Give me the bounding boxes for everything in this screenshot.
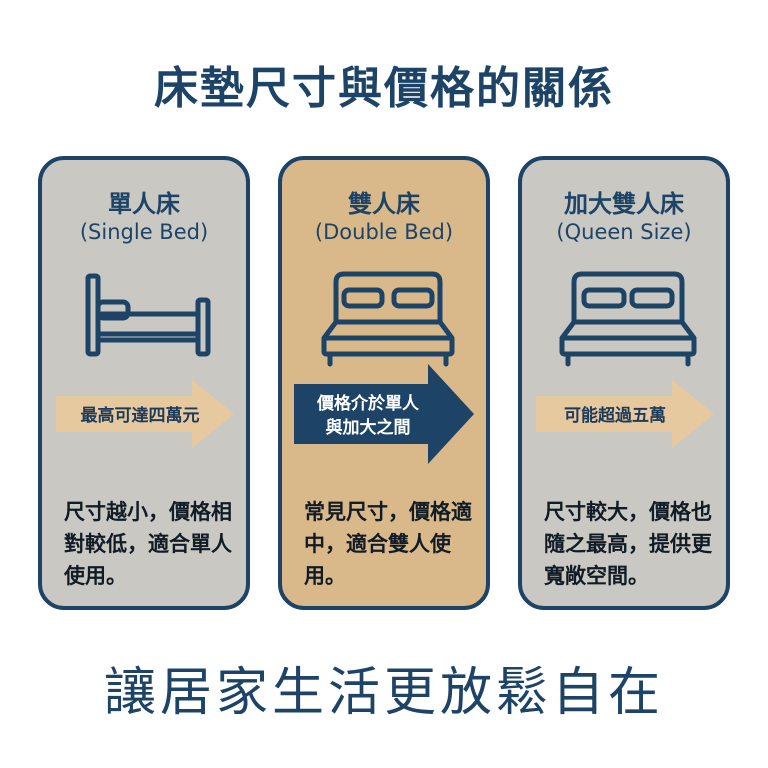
card-title: 單人床 xyxy=(108,190,180,218)
card-single-bed: 單人床 (Single Bed) 最高可達四萬元 尺寸越小，價格相對較低，適合單… xyxy=(38,156,250,610)
arrow-label: 可能超過五萬 xyxy=(564,406,666,426)
card-subtitle: (Single Bed) xyxy=(79,220,209,244)
queen-bed-icon xyxy=(559,271,697,367)
card-subtitle: (Queen Size) xyxy=(556,220,692,244)
card-double-bed: 雙人床 (Double Bed) 價格介於單人 與加大之間 常見尺寸，價格適中，… xyxy=(278,156,490,610)
arrow-label: 最高可達四萬元 xyxy=(80,406,200,426)
arrow-icon xyxy=(56,380,234,448)
card-queen-bed: 加大雙人床 (Queen Size) 可能超過五萬 尺寸較大，價格也隨之最高，提… xyxy=(518,156,730,610)
arrow-icon xyxy=(294,364,474,464)
single-bed-icon xyxy=(85,273,211,357)
footer-slogan: 讓居家生活更放鬆自在 xyxy=(103,663,664,723)
card-description: 常見尺寸，價格適中，適合雙人使用。 xyxy=(304,500,472,588)
arrow-icon xyxy=(536,380,714,448)
card-title: 加大雙人床 xyxy=(564,190,684,218)
card-description: 尺寸越小，價格相對較低，適合單人使用。 xyxy=(64,500,232,588)
arrow-label-line: 與加大之間 xyxy=(325,418,411,438)
card-title: 雙人床 xyxy=(348,190,420,218)
double-bed-icon xyxy=(321,271,455,367)
arrow-label-line: 價格介於單人 xyxy=(317,394,419,414)
page-title: 床墊尺寸與價格的關係 xyxy=(154,63,614,114)
card-subtitle: (Double Bed) xyxy=(314,220,454,244)
card-description: 尺寸較大，價格也隨之最高，提供更寬敞空間。 xyxy=(544,500,712,588)
arrow-label: 價格介於單人 與加大之間 xyxy=(294,392,442,440)
